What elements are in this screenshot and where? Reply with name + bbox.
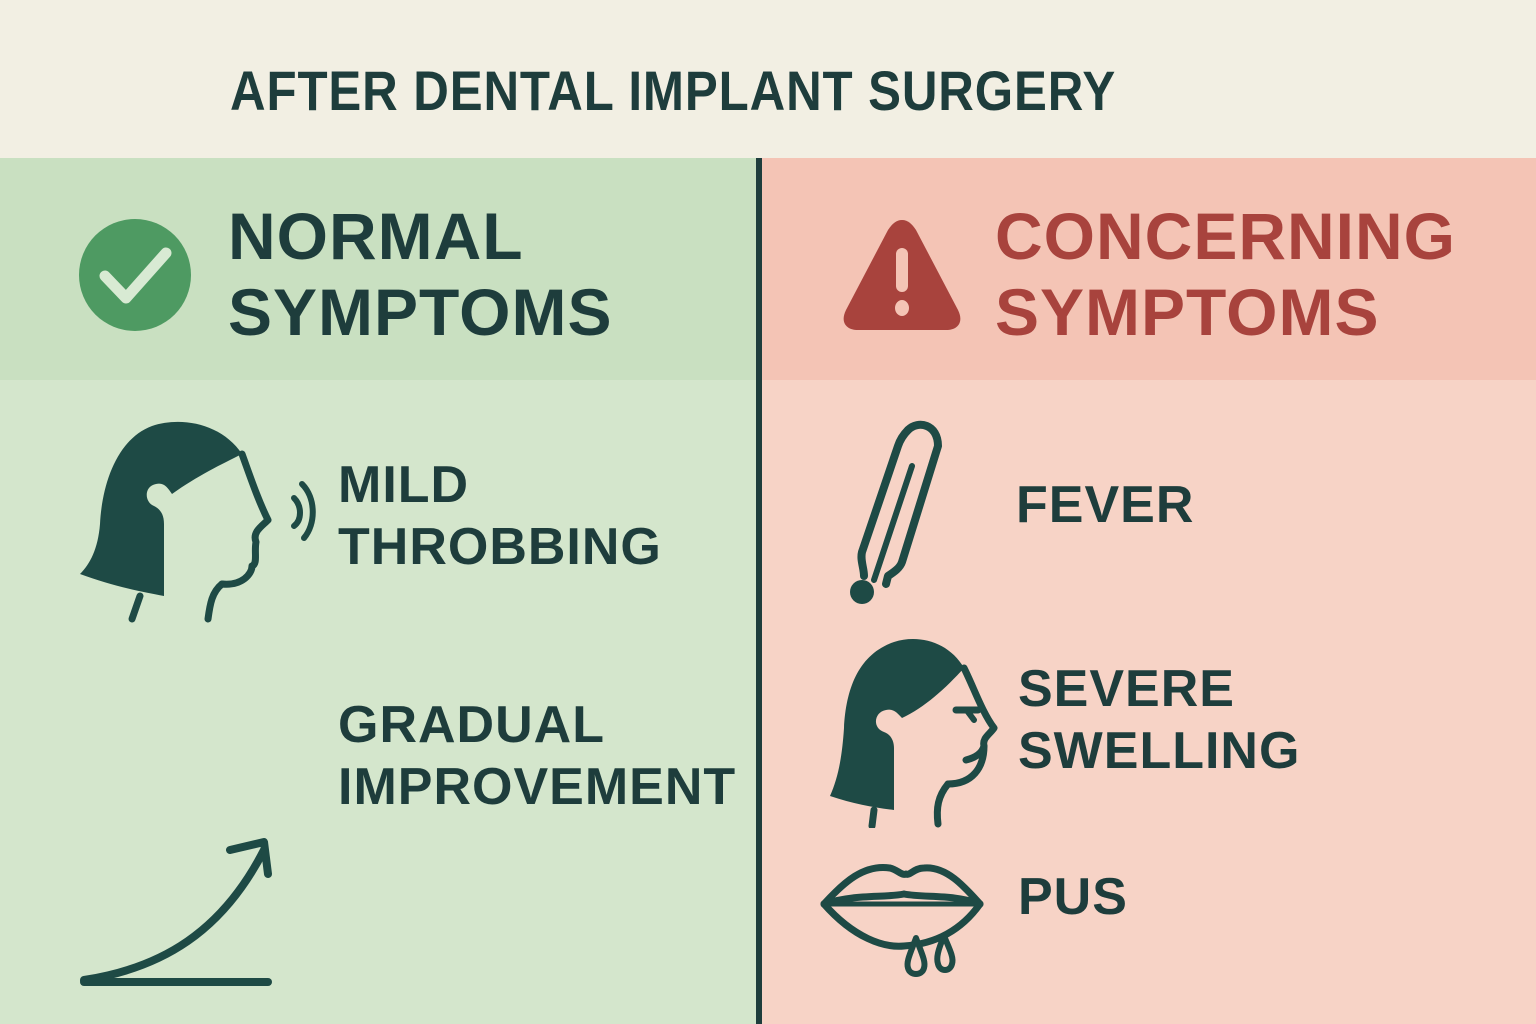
panel-divider [756,158,762,1024]
concerning-symptoms-header: CONCERNING SYMPTOMS [762,158,1536,380]
symptom-mild-throbbing: MILD THROBBING [338,454,662,578]
title-line-1: NORMAL [228,199,524,273]
title-line-2: SYMPTOMS [228,275,613,349]
lips-dripping-icon [820,863,984,977]
symptom-line-2: IMPROVEMENT [338,758,737,816]
rising-curve-arrow-icon [80,838,272,986]
symptom-fever: FEVER [1016,474,1194,536]
normal-symptoms-title: NORMAL SYMPTOMS [228,198,613,350]
head-profile-swelling-icon [830,639,998,828]
symptom-line-1: GRADUAL [338,696,605,754]
concerning-symptoms-title: CONCERNING SYMPTOMS [995,198,1456,350]
concerning-symptoms-panel: CONCERNING SYMPTOMS FEVER SEVERE SWELLIN… [762,158,1536,1024]
head-profile-throbbing-icon [80,421,316,623]
symptom-line-2: THROBBING [338,518,662,576]
symptom-line-2: SWELLING [1018,722,1301,780]
title-line-1: CONCERNING [995,199,1457,273]
symptom-severe-swelling: SEVERE SWELLING [1018,658,1300,782]
symptom-pus: PUS [1018,866,1128,928]
symptom-gradual-improvement: GRADUAL IMPROVEMENT [338,694,736,818]
symptom-line-1: SEVERE [1018,660,1235,718]
thermometer-icon [850,420,942,604]
symptom-line-1: FEVER [1016,476,1195,534]
check-circle-icon [79,219,191,331]
title-bar: AFTER DENTAL IMPLANT SURGERY [0,0,1536,158]
warning-triangle-icon [843,220,961,330]
page-title: AFTER DENTAL IMPLANT SURGERY [230,59,1117,122]
normal-symptoms-panel: NORMAL SYMPTOMS MILD THROBBING GRADUAL I… [0,158,756,1024]
normal-symptoms-header: NORMAL SYMPTOMS [0,158,756,380]
symptom-line-1: MILD [338,456,470,514]
symptom-line-1: PUS [1018,868,1128,926]
title-line-2: SYMPTOMS [995,275,1380,349]
